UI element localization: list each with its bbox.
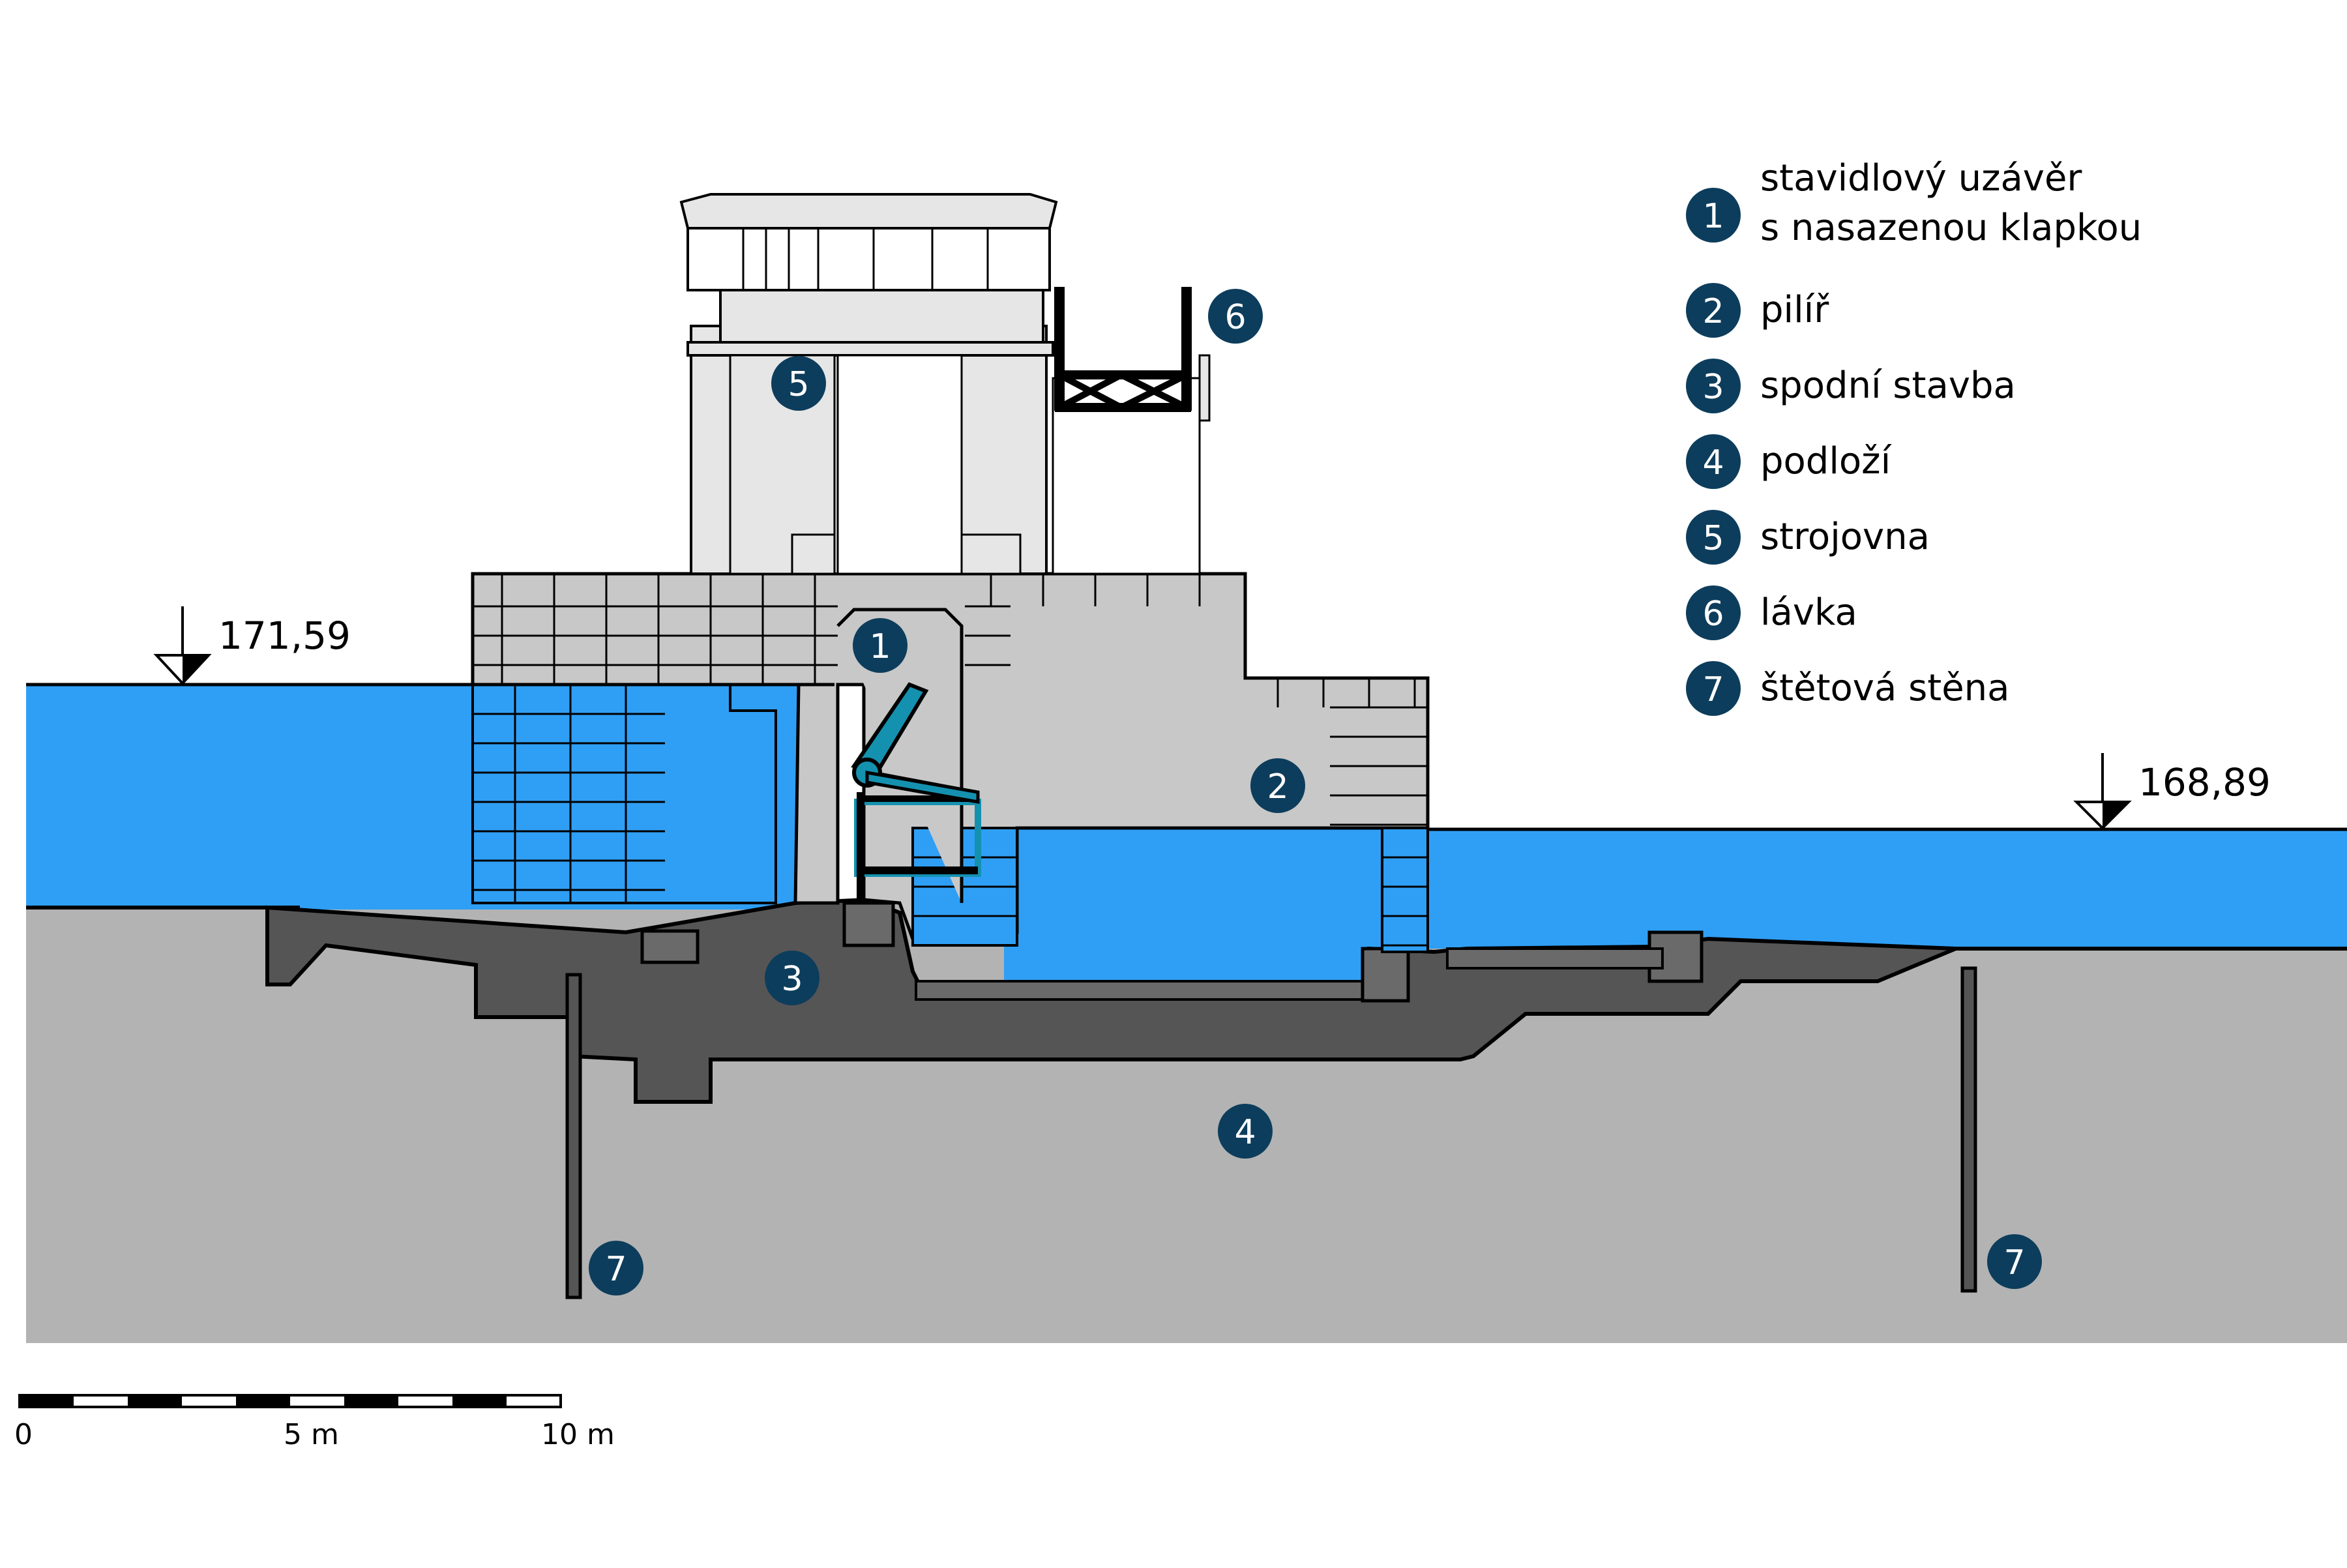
- svg-text:3: 3: [781, 960, 803, 999]
- legend-marker-3: [1686, 359, 1741, 413]
- svg-text:7: 7: [605, 1250, 627, 1289]
- legend-label-1-line-1: stavidlový uzávěr: [1760, 157, 2082, 200]
- basin-floor-slab: [915, 980, 1367, 1001]
- downstream-level-mark: [1428, 753, 2347, 831]
- scale-segment: [128, 1395, 182, 1407]
- marker-gate: 1: [853, 618, 908, 673]
- marker-sheet-pile-right: 7: [1987, 1234, 2042, 1289]
- scale-segment: [20, 1395, 74, 1407]
- marker-machine-room: 5: [771, 356, 826, 411]
- legend-number-6: 6: [1702, 595, 1724, 634]
- legend-label-7: štětová stěna: [1760, 667, 2009, 709]
- legend-marker-2: [1686, 283, 1741, 338]
- scale-segment: [236, 1395, 290, 1407]
- legend-number-3: 3: [1702, 368, 1724, 407]
- marker-substructure: 3: [765, 951, 819, 1005]
- apron-strip: [1446, 947, 1664, 969]
- legend-marker-6: [1686, 585, 1741, 640]
- legend-label-6: lávka: [1760, 591, 1857, 634]
- masonry-joints: [473, 574, 1428, 947]
- legend-number-4: 4: [1702, 443, 1724, 482]
- basin-water: [1004, 828, 1408, 984]
- legend: 1 stavidlový uzávěr s nasazenou klapkou 2 pi…: [1686, 157, 2142, 716]
- scale-label-0: 0: [14, 1418, 33, 1451]
- gate-sill-block: [842, 901, 895, 947]
- scale-segment: [452, 1395, 507, 1407]
- legend-number-2: 2: [1702, 292, 1724, 331]
- legend-marker-5: [1686, 510, 1741, 565]
- upstream-sill-block: [640, 929, 700, 964]
- marker-sheet-pile-left: 7: [589, 1241, 643, 1295]
- legend-number-7: 7: [1702, 670, 1724, 709]
- marker-footbridge: 6: [1208, 289, 1263, 344]
- end-sill-block: [1361, 947, 1410, 1003]
- svg-text:4: 4: [1234, 1113, 1256, 1152]
- sluice-gate: [851, 682, 981, 903]
- sheet-pile-right: [1960, 966, 1977, 1293]
- downstream-level-label: 168,89: [2138, 760, 2271, 805]
- svg-text:2: 2: [1267, 767, 1288, 806]
- legend-label-3: spodní stavba: [1760, 364, 2016, 407]
- svg-text:6: 6: [1224, 298, 1246, 337]
- scale-label-5: 5 m: [284, 1418, 339, 1451]
- marker-subsoil: 4: [1218, 1104, 1273, 1159]
- legend-marker-1: [1686, 188, 1741, 243]
- pier-submerged-face: [471, 683, 777, 904]
- scale-bar: 0 5 m 10 m: [14, 1394, 615, 1451]
- legend-number-5: 5: [1702, 519, 1724, 558]
- legend-number-1: 1: [1702, 197, 1724, 236]
- legend-label-1-line-2: s nasazenou klapkou: [1760, 207, 2142, 249]
- scale-label-10: 10 m: [541, 1418, 615, 1451]
- gate-chamber-arch: [836, 608, 964, 903]
- svg-text:5: 5: [788, 365, 809, 404]
- svg-text:1: 1: [869, 627, 891, 666]
- legend-label-2: pilíř: [1760, 289, 1829, 331]
- svg-text:7: 7: [2003, 1243, 2025, 1282]
- footbridge: [1054, 287, 1211, 422]
- legend-label-5: strojovna: [1760, 516, 1930, 558]
- sheet-pile-left: [565, 973, 582, 1299]
- pier-tail-submerged: [1381, 827, 1429, 953]
- legend-marker-7: [1686, 661, 1741, 716]
- machine-room: [679, 193, 1201, 575]
- legend-marker-4: [1686, 434, 1741, 489]
- upstream-level-mark: [26, 606, 834, 687]
- marker-pier: 2: [1250, 758, 1305, 813]
- legend-label-4: podloží: [1760, 440, 1893, 482]
- upstream-level-label: 171,59: [218, 614, 351, 658]
- scale-segment: [344, 1395, 398, 1407]
